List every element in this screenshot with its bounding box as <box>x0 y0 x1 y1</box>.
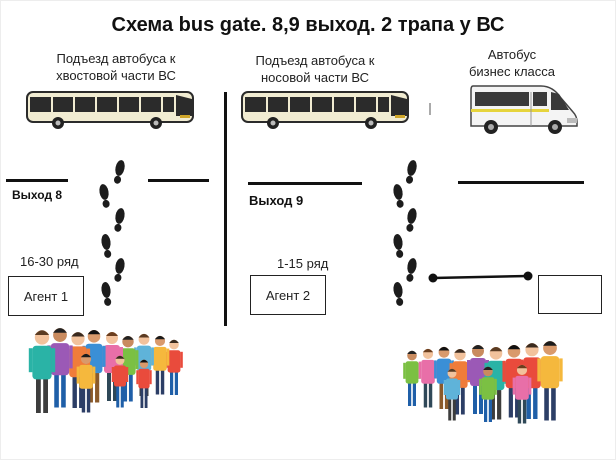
person-figure <box>479 366 497 422</box>
person-figure <box>502 345 526 418</box>
person-figure <box>537 341 563 421</box>
exit-9-wall-left <box>248 182 362 185</box>
agent-1-box: Агент 1 <box>8 276 84 316</box>
exit-8-label: Выход 8 <box>12 188 63 202</box>
right-bus-caption: Автобус бизнес класса <box>468 47 556 79</box>
footprints-icon <box>393 160 417 306</box>
exit-9-label: Выход 9 <box>249 193 304 208</box>
person-figure <box>111 355 129 408</box>
person-figure <box>136 359 152 408</box>
left-bus-caption: Подъезд автобуса к хвостовой части ВС <box>56 51 176 83</box>
exit-9-wall-right <box>458 181 584 184</box>
middle-bus-caption: Подъезд автобуса к носовой части ВС <box>255 53 375 85</box>
divider-tick <box>429 103 431 115</box>
business-agent-box <box>538 275 602 314</box>
person-figure <box>76 353 96 413</box>
crowd-illustration <box>28 328 183 413</box>
exit-8-wall-left <box>6 179 68 182</box>
exit-8-wall-right <box>148 179 209 182</box>
minibus-icon <box>470 85 578 134</box>
person-figure <box>403 350 421 406</box>
person-figure <box>28 330 56 413</box>
person-figure <box>512 364 532 424</box>
agent-2-box: Агент 2 <box>250 275 326 315</box>
person-figure <box>443 368 461 421</box>
rope-barrier <box>428 271 533 283</box>
person-figure <box>165 339 183 395</box>
diagram-title: Схема bus gate. 8,9 выход. 2 трапа у ВС <box>111 14 505 36</box>
divider-line <box>224 92 227 326</box>
row-range-left: 16-30 ряд <box>20 254 79 269</box>
crowd-illustration <box>403 341 563 424</box>
footprints-icon <box>99 160 125 306</box>
bus-icon <box>241 91 409 129</box>
bus-icon <box>26 91 194 129</box>
row-range-middle: 1-15 ряд <box>277 256 329 271</box>
